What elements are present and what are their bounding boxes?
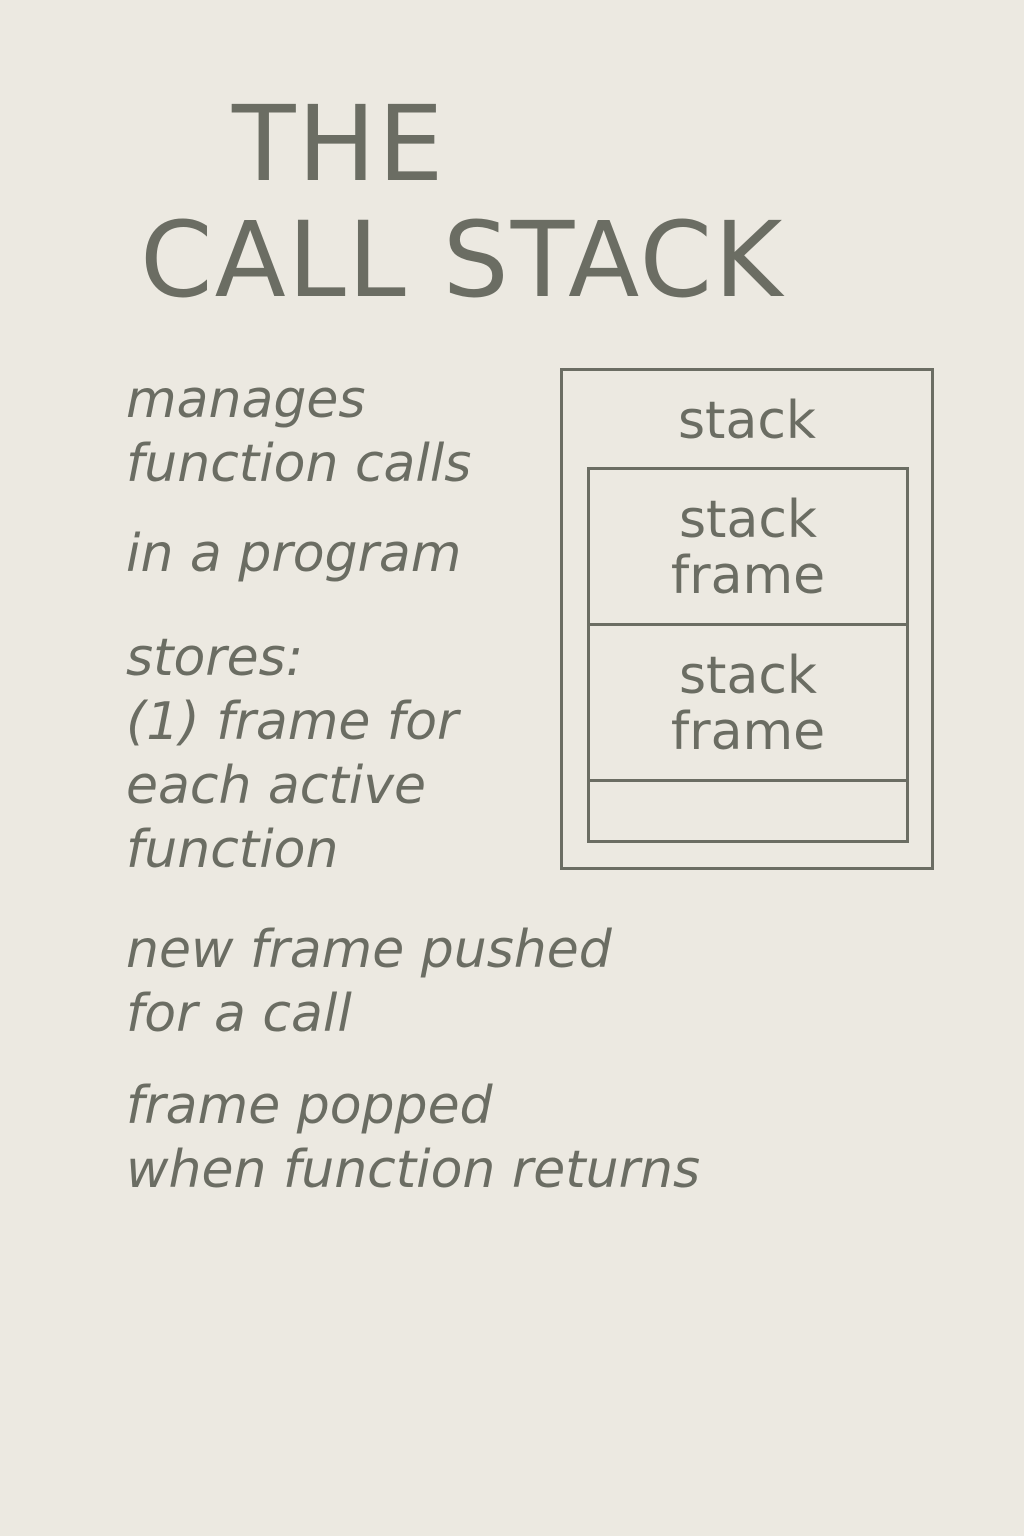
- stack-label: stack: [677, 391, 817, 451]
- stack-frame-1-label: stack frame: [670, 490, 826, 606]
- stack-frame-1: stack frame: [590, 470, 906, 626]
- stack-frames-container: stack frame stack frame: [587, 467, 909, 843]
- page-title-line-2: CALL STACK: [140, 199, 785, 321]
- note-manages: manages function calls: [126, 370, 472, 494]
- note-program: in a program: [126, 524, 462, 584]
- note-pushed: new frame pushed for a call: [126, 920, 612, 1044]
- stack-frame-2: stack frame: [590, 626, 906, 782]
- note-popped: frame popped when function returns: [126, 1076, 701, 1200]
- call-stack-diagram: stack stack frame stack frame: [560, 368, 934, 870]
- stack-frame-empty: [590, 782, 906, 840]
- stack-frame-2-label: stack frame: [670, 646, 826, 762]
- page-title-line-1: THE: [232, 83, 446, 205]
- note-stores: stores: (1) frame for each active functi…: [126, 628, 459, 880]
